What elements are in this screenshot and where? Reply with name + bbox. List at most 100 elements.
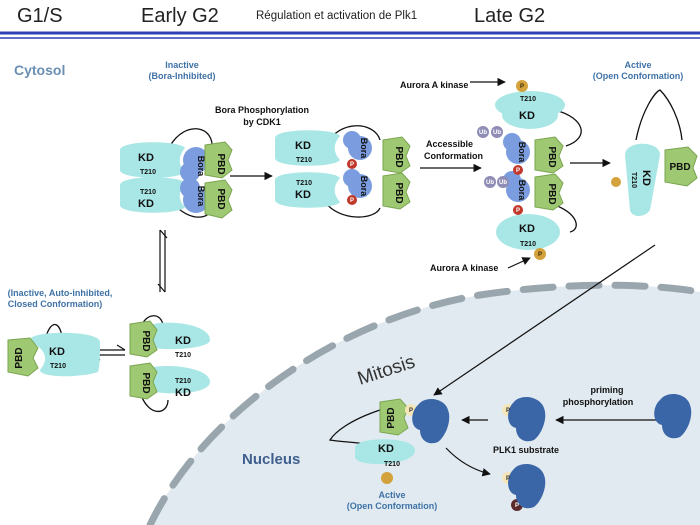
accessible-label-1: Accessible bbox=[426, 139, 473, 149]
ub-label: Ub bbox=[479, 130, 487, 136]
kd-domains bbox=[30, 91, 660, 465]
t210-label: T210 bbox=[520, 96, 536, 103]
kd-domain bbox=[502, 101, 558, 129]
pbd-label: PBD bbox=[393, 182, 404, 203]
pbd-label: PBD bbox=[386, 407, 397, 428]
t210-label: T210 bbox=[296, 180, 312, 187]
plk1-substrates bbox=[412, 393, 692, 509]
pbd-label: PBD bbox=[215, 153, 226, 174]
kd-domain bbox=[120, 177, 185, 213]
bora-protein bbox=[343, 131, 361, 149]
ub-marker bbox=[497, 176, 509, 188]
pbd-label: PBD bbox=[393, 146, 404, 167]
ub-label: Ub bbox=[493, 130, 501, 136]
phospho-p bbox=[516, 80, 528, 92]
pbd-label: PBD bbox=[140, 330, 151, 351]
aurora-top-label: Aurora A kinase bbox=[400, 80, 468, 90]
kd-label: KD bbox=[138, 198, 154, 210]
nucleus-label: Nucleus bbox=[242, 451, 300, 468]
phospho-p bbox=[347, 159, 357, 169]
p-label: P bbox=[350, 162, 354, 168]
pbd-label: PBD bbox=[546, 183, 557, 204]
kd-domain bbox=[145, 366, 210, 394]
kd-label: KD bbox=[138, 152, 154, 164]
plk1-substrate bbox=[412, 398, 450, 444]
pbd-label: PBD bbox=[140, 372, 151, 393]
bora-label: Bora bbox=[517, 180, 527, 201]
ub-marker bbox=[477, 126, 489, 138]
priming-label-1: priming bbox=[591, 385, 624, 395]
priming-label-2: phosphorylation bbox=[563, 397, 634, 407]
ub-marker bbox=[484, 176, 496, 188]
pbd-domain bbox=[534, 136, 564, 174]
pbd-domain bbox=[204, 179, 233, 219]
ub-label: Ub bbox=[486, 180, 494, 186]
nuclear-envelope bbox=[146, 281, 700, 525]
arrow-substrate-release bbox=[445, 447, 491, 477]
kd-domain bbox=[275, 172, 340, 208]
arrow-aurora-bottom bbox=[507, 257, 531, 269]
kd-label: KD bbox=[49, 346, 65, 358]
p-label: P bbox=[350, 198, 354, 204]
p-label: P bbox=[516, 168, 520, 174]
p-label: P bbox=[506, 408, 510, 414]
kd-label: KD bbox=[519, 110, 535, 122]
t210-label: T210 bbox=[630, 172, 637, 188]
p-label: P bbox=[506, 476, 510, 482]
p-label: P bbox=[520, 84, 524, 90]
t210-label: T210 bbox=[175, 352, 191, 359]
pbd-domain bbox=[7, 337, 39, 377]
substrate-label: PLK1 substrate bbox=[493, 445, 559, 455]
pbd-domain bbox=[204, 141, 233, 179]
kd-label: KD bbox=[175, 387, 191, 399]
pbd-domain bbox=[382, 172, 411, 210]
header: G1/S Early G2 Régulation et activation d… bbox=[0, 5, 700, 39]
pbd-domains bbox=[7, 136, 698, 436]
kd-domain bbox=[625, 143, 660, 216]
bora-phos-label-1: Bora Phosphorylation bbox=[215, 105, 309, 115]
phase-early-g2: Early G2 bbox=[141, 5, 219, 27]
p-label: P bbox=[516, 208, 520, 214]
t210-label: T210 bbox=[296, 157, 312, 164]
phospho-p bbox=[513, 165, 523, 175]
pbd-label: PBD bbox=[669, 162, 690, 173]
bora-protein bbox=[503, 133, 521, 151]
kd-label: KD bbox=[175, 335, 191, 347]
aurora-bottom-label: Aurora A kinase bbox=[430, 263, 498, 273]
t210-label: T210 bbox=[175, 378, 191, 385]
pbd-domain bbox=[379, 398, 409, 436]
bora-label: Bora bbox=[196, 186, 206, 207]
bora-protein bbox=[180, 162, 200, 182]
pbd-domain bbox=[664, 146, 698, 187]
kd-domain bbox=[120, 142, 185, 178]
p-label: P bbox=[515, 503, 519, 509]
bora-protein bbox=[343, 169, 361, 187]
kd-label: KD bbox=[378, 443, 394, 455]
phase-g1s: G1/S bbox=[17, 5, 63, 27]
t210-label: T210 bbox=[50, 363, 66, 370]
cytosol-label: Cytosol bbox=[14, 62, 65, 78]
kd-label: KD bbox=[640, 170, 652, 186]
autoinhibited-label-1: (Inactive, Auto-inhibited, bbox=[8, 288, 113, 298]
bora-phos-label-2: by CDK1 bbox=[243, 117, 281, 127]
open-conformation-bottom-label: (Open Conformation) bbox=[347, 501, 438, 511]
phospho-p bbox=[513, 205, 523, 215]
pbd-domain bbox=[382, 136, 411, 174]
bora-proteins bbox=[180, 131, 530, 213]
kd-label: KD bbox=[295, 140, 311, 152]
pbd-label: PBD bbox=[546, 146, 557, 167]
kd-domain bbox=[30, 332, 100, 377]
ub-marker bbox=[491, 126, 503, 138]
bora-label: Bora bbox=[359, 176, 369, 197]
p-label: P bbox=[538, 252, 542, 258]
active-bottom-label: Active bbox=[378, 490, 405, 500]
inactive-label: Inactive bbox=[165, 60, 199, 70]
ub-label: Ub bbox=[499, 180, 507, 186]
t210-label: T210 bbox=[384, 461, 400, 468]
page-title: Régulation et activation de Plk1 bbox=[256, 10, 417, 22]
accessible-label-2: Conformation bbox=[424, 151, 483, 161]
t210-label: T210 bbox=[520, 241, 536, 248]
kd-domain bbox=[496, 214, 560, 250]
t210-label: T210 bbox=[140, 189, 156, 196]
